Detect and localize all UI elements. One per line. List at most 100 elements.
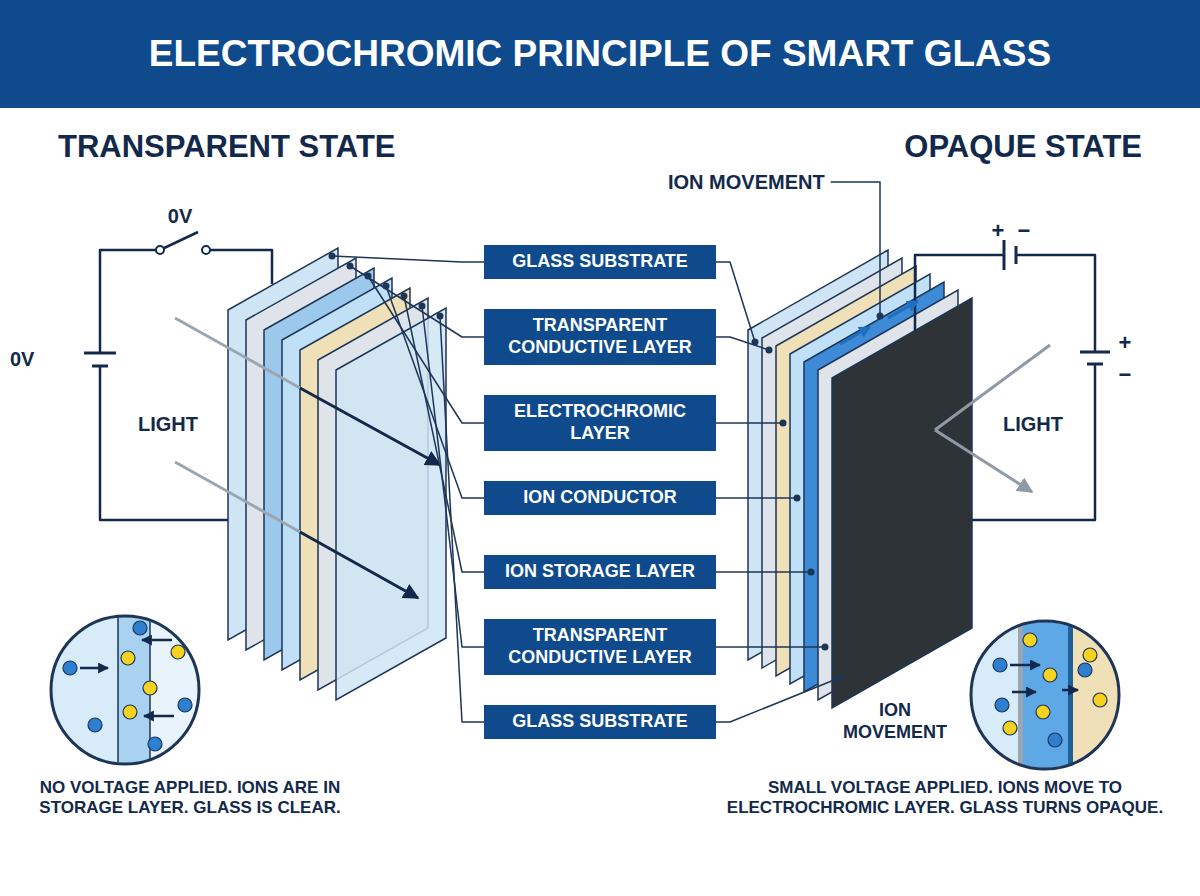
ion-dot [995,698,1009,712]
state-caption: SMALL VOLTAGE APPLIED. IONS MOVE TO ELEC… [710,778,1180,819]
layer-name: TRANSPARENT CONDUCTIVE LAYER [492,315,708,358]
magnifier-outline [971,621,1119,769]
electron-dot [1093,693,1107,707]
leader-line [716,337,769,350]
callout-label: ION MOVEMENT [668,170,825,194]
glass-layers [228,248,972,708]
ion-arrow [80,667,108,670]
leader-dot [329,253,336,260]
ion-arrow [1062,689,1078,692]
leader-dot [401,293,408,300]
layer-name: GLASS SUBSTRATE [492,251,708,273]
ion-dot [133,621,147,635]
layer-label-box: TRANSPARENT CONDUCTIVE LAYER [484,309,716,364]
electron-dot [171,645,185,659]
leader-dot [347,263,354,270]
layer-region [50,615,120,765]
light-ray [175,318,300,388]
ion-arrow [142,639,172,642]
light-ray [300,388,440,465]
electron-dot [1083,648,1097,662]
layer-label-box: TRANSPARENT CONDUCTIVE LAYER [484,619,716,674]
leader-line [716,422,783,424]
battery-plate [1015,246,1018,264]
leader-dot [383,283,390,290]
leader-line [716,678,839,722]
wire [915,255,1004,331]
electron-dot [123,705,137,719]
layer-name: ION CONDUCTOR [492,487,708,509]
leader-line [716,571,811,573]
layer-name: TRANSPARENT CONDUCTIVE LAYER [492,625,708,668]
ion-dot [148,737,162,751]
leader-line [716,497,797,499]
battery-plate [92,365,108,368]
leader-line [332,256,484,262]
title-banner [0,0,1200,108]
wire [100,250,156,353]
leader-dot [794,495,801,502]
leader-dot [836,675,843,682]
ion-arrow [144,715,174,718]
layer-name: ELECTROCHROMIC LAYER [492,401,708,444]
wire [210,250,272,284]
layer-border [117,615,119,765]
leader-dot [808,569,815,576]
leader-dot [822,644,829,651]
leader-dot [877,313,884,320]
leader-dot [419,303,426,310]
battery-plate [1087,363,1103,366]
ion-dot [88,718,102,732]
magnifier-left [50,615,202,765]
electron-dot [143,681,157,695]
layer-region [1018,620,1023,770]
polarity-sign: − [1018,218,1031,244]
layer-region [1023,620,1068,770]
layer-label-box: ION CONDUCTOR [484,481,716,515]
light-label: LIGHT [1003,412,1063,436]
leader-line [716,262,755,342]
leader-line [386,286,484,498]
ion-arrow [888,301,918,318]
leader-line [404,296,484,572]
light-label: LIGHT [138,412,198,436]
circuit [84,232,1110,520]
magnifier-outline [51,616,199,764]
state-caption: NO VOLTAGE APPLIED. IONS ARE IN STORAGE … [15,778,365,819]
battery-plate [1080,351,1110,354]
battery-plate [1003,240,1006,270]
leader-dot [365,273,372,280]
layer-label-box: ION STORAGE LAYER [484,555,716,589]
electron-dot [121,651,135,665]
light-ray [175,462,300,532]
leader-dot [437,313,444,320]
voltage-label: 0V [168,204,192,228]
leader-line [350,266,484,337]
polarity-sign: + [992,218,1005,244]
state-heading: OPAQUE STATE [904,128,1142,165]
voltage-label: 0V [10,347,34,371]
layer-name: GLASS SUBSTRATE [492,711,708,733]
title-text: ELECTROCHROMIC PRINCIPLE OF SMART GLASS [0,0,1200,108]
light-rays [175,301,1050,598]
ion-dot [1048,733,1062,747]
leader-line [831,182,880,316]
electron-dot [1003,721,1017,735]
ion-dot [178,698,192,712]
battery-plate [84,352,116,355]
layer-name: ION STORAGE LAYER [492,561,708,583]
leader-line [716,646,825,648]
leader-line [440,316,484,722]
opaque-glass-layer [832,298,972,708]
ion-arrow [1010,664,1040,667]
switch-lever [160,232,198,250]
ion-arrow [1012,691,1036,694]
switch-contact [156,246,164,254]
layer-label-box: ELECTROCHROMIC LAYER [484,395,716,450]
leader-dot [780,420,787,427]
wire [100,366,228,520]
callout-label: ION MOVEMENT [830,700,960,743]
polarity-sign: + [1119,330,1132,356]
ion-dot [1078,663,1092,677]
layer-label-box: GLASS SUBSTRATE [484,245,716,279]
